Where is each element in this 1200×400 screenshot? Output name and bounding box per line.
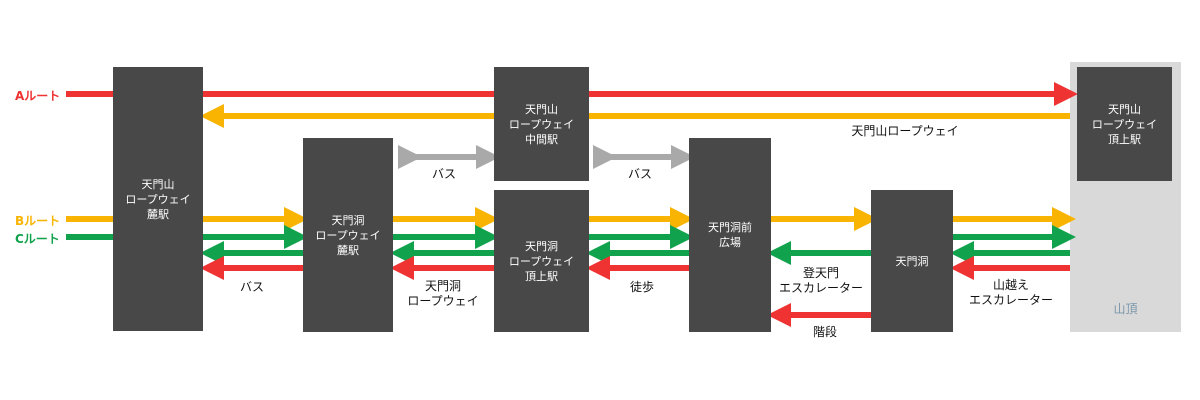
summit-label: 山頂 (1113, 302, 1138, 316)
route-label-c: Cルート (15, 232, 60, 246)
label-bus-3: バス (239, 280, 264, 294)
station-cave-ropeway-foot: 天門洞 ロープウェイ 麓駅 (303, 138, 393, 332)
station-ropeway-top: 天門山 ロープウェイ 頂上駅 (1077, 67, 1172, 181)
station-ropeway-foot: 天門山 ロープウェイ 麓駅 (113, 67, 203, 331)
label-stairs: 階段 (812, 325, 837, 339)
station-cave-plaza: 天門洞前 広場 (689, 138, 771, 332)
label-walk: 徒歩 (629, 280, 654, 294)
label-tianmenshan-ropeway: 天門山ロープウェイ (851, 124, 959, 138)
label-bus-2: バス (627, 167, 652, 181)
route-label-a: Aルート (15, 89, 61, 103)
station-cave-ropeway-top: 天門洞 ロープウェイ 頂上駅 (494, 190, 589, 332)
route-label-b: Bルート (15, 214, 61, 228)
label-escalator-up: 登天門 エスカレーター (778, 266, 863, 295)
label-escalator-over: 山越え エスカレーター (968, 278, 1053, 307)
station-ropeway-mid: 天門山 ロープウェイ 中間駅 (494, 67, 589, 181)
station-tianmen-cave: 天門洞 (871, 190, 953, 332)
label-bus-1: バス (431, 167, 456, 181)
label-cave-ropeway: 天門洞 ロープウェイ (407, 279, 479, 308)
